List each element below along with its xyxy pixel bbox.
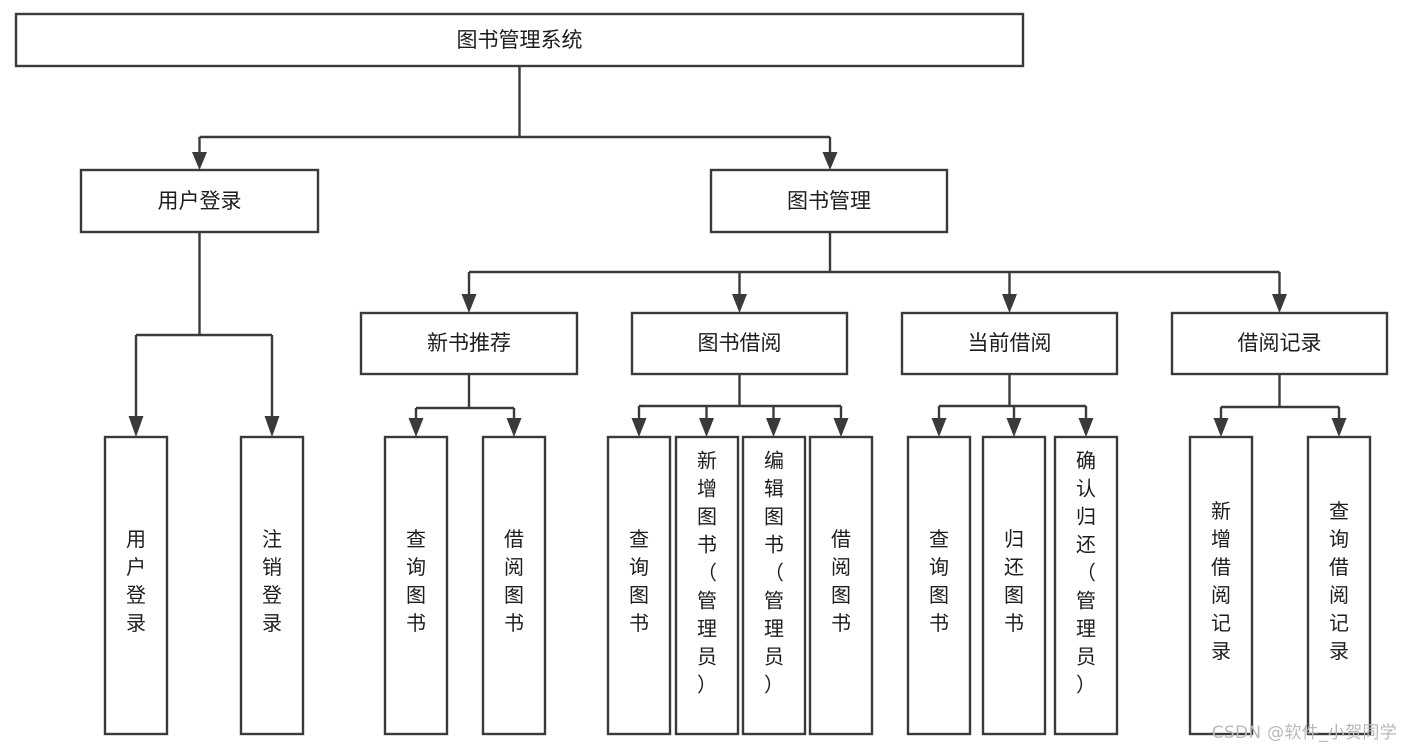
node-leaf-borrow-book-rec-box[interactable] xyxy=(481,435,547,736)
node-leaf-query-record-box[interactable] xyxy=(1306,435,1372,736)
arrowhead-leaf-borrow-book-rec xyxy=(506,418,522,437)
node-root-label: 图书管理系统 xyxy=(457,28,583,52)
node-borrow-record-label: 借阅记录 xyxy=(1238,331,1322,355)
node-leaf-query-book-rec[interactable]: 查询图书 xyxy=(383,435,449,736)
node-current-borrow-label: 当前借阅 xyxy=(968,331,1052,355)
arrowhead-leaf-borrow-book-bor xyxy=(833,418,849,437)
node-book-manage[interactable]: 图书管理 xyxy=(709,168,949,234)
node-current-borrow-box[interactable] xyxy=(900,311,1119,376)
node-leaf-query-book-rec-label: 查询图书 xyxy=(406,527,426,635)
node-current-borrow[interactable]: 当前借阅 xyxy=(900,311,1119,376)
node-leaf-user-logout[interactable]: 注销登录 xyxy=(239,435,305,736)
node-user-login[interactable]: 用户登录 xyxy=(79,168,320,234)
node-borrow-record-box[interactable] xyxy=(1170,311,1389,376)
node-leaf-add-record[interactable]: 新增借阅记录 xyxy=(1188,435,1254,736)
node-leaf-borrow-book-bor-box[interactable] xyxy=(808,435,874,736)
node-leaf-user-login-label: 用户登录 xyxy=(126,527,146,635)
arrowhead-leaf-user-logout xyxy=(264,416,280,437)
node-new-book-rec-label: 新书推荐 xyxy=(427,331,511,355)
node-book-manage-label: 图书管理 xyxy=(787,189,871,213)
node-leaf-query-record[interactable]: 查询借阅记录 xyxy=(1306,435,1372,736)
node-leaf-add-book-box[interactable] xyxy=(674,435,740,736)
connector-group-current-borrow xyxy=(931,374,1094,437)
arrowhead-leaf-add-book xyxy=(699,418,714,437)
node-borrow-record[interactable]: 借阅记录 xyxy=(1170,311,1389,376)
arrowhead-book-manage xyxy=(822,152,838,170)
arrowhead-leaf-confirm-return xyxy=(1078,418,1094,437)
arrowhead-leaf-add-record xyxy=(1213,418,1229,437)
node-leaf-query-book-cur-label: 查询图书 xyxy=(929,527,949,635)
node-leaf-query-book-bor-box[interactable] xyxy=(606,435,672,736)
connector-group-user-login xyxy=(128,232,280,437)
node-book-borrow-box[interactable] xyxy=(630,311,849,376)
node-leaf-query-book-bor[interactable]: 查询图书 xyxy=(606,435,672,736)
node-leaf-query-book-rec-box[interactable] xyxy=(383,435,449,736)
node-leaf-confirm-return-label: 确认归还（管理员） xyxy=(1076,448,1096,696)
node-root[interactable]: 图书管理系统 xyxy=(14,12,1025,68)
node-leaf-confirm-return-box[interactable] xyxy=(1053,435,1119,736)
connector-group-root xyxy=(192,66,838,170)
arrowhead-leaf-query-book-rec xyxy=(408,418,424,437)
arrowhead-current-borrow xyxy=(1002,294,1017,313)
node-book-borrow[interactable]: 图书借阅 xyxy=(630,311,849,376)
node-leaf-add-book[interactable]: 新增图书（管理员） xyxy=(674,435,740,736)
node-root-box[interactable] xyxy=(14,12,1025,68)
node-leaf-borrow-book-rec-label: 借阅图书 xyxy=(504,527,524,635)
arrowhead-leaf-query-record xyxy=(1331,418,1347,437)
node-leaf-return-book[interactable]: 归还图书 xyxy=(981,435,1047,736)
arrowhead-new-book-rec xyxy=(461,294,477,313)
connector-group-borrow-record xyxy=(1213,374,1347,437)
node-leaf-add-record-box[interactable] xyxy=(1188,435,1254,736)
arrowhead-user-login xyxy=(192,152,207,170)
connector-group-new-book-rec xyxy=(408,374,522,437)
node-leaf-edit-book[interactable]: 编辑图书（管理员） xyxy=(741,435,807,736)
watermark-text: CSDN @软件_小贺同学 xyxy=(1211,723,1397,743)
node-leaf-query-record-label: 查询借阅记录 xyxy=(1329,499,1349,663)
arrowhead-leaf-return-book xyxy=(1006,418,1022,437)
node-book-manage-box[interactable] xyxy=(709,168,949,234)
arrowhead-leaf-query-book-cur xyxy=(931,418,947,437)
node-leaf-return-book-box[interactable] xyxy=(981,435,1047,736)
connector-group-book-manage xyxy=(461,232,1287,313)
node-leaf-query-book-cur-box[interactable] xyxy=(906,435,972,736)
node-leaf-borrow-book-rec[interactable]: 借阅图书 xyxy=(481,435,547,736)
node-leaf-query-book-cur[interactable]: 查询图书 xyxy=(906,435,972,736)
node-leaf-add-record-label: 新增借阅记录 xyxy=(1211,499,1231,663)
arrowhead-leaf-query-book-bor xyxy=(631,418,647,437)
leaf-node-layer: 用户登录 注销登录 查询图书 借阅图书 查询图书 新增图书（管理员） 编辑图书（管理员） 借阅… xyxy=(103,435,1372,736)
node-leaf-confirm-return[interactable]: 确认归还（管理员） xyxy=(1053,435,1119,736)
node-book-borrow-label: 图书借阅 xyxy=(698,331,782,355)
node-leaf-user-login-box[interactable] xyxy=(103,435,169,736)
node-new-book-rec[interactable]: 新书推荐 xyxy=(359,311,579,376)
node-leaf-edit-book-box[interactable] xyxy=(741,435,807,736)
node-leaf-user-login[interactable]: 用户登录 xyxy=(103,435,169,736)
arrowhead-borrow-record xyxy=(1272,294,1287,313)
node-leaf-add-book-label: 新增图书（管理员） xyxy=(697,448,717,696)
connector-group-book-borrow xyxy=(631,374,849,437)
node-leaf-user-logout-label: 注销登录 xyxy=(262,527,282,635)
node-leaf-user-logout-box[interactable] xyxy=(239,435,305,736)
node-user-login-label: 用户登录 xyxy=(158,189,242,213)
arrowhead-leaf-user-login xyxy=(128,416,144,437)
node-leaf-edit-book-label: 编辑图书（管理员） xyxy=(764,448,784,696)
node-new-book-rec-box[interactable] xyxy=(359,311,579,376)
node-user-login-box[interactable] xyxy=(79,168,320,234)
arrowhead-leaf-edit-book xyxy=(766,418,781,437)
node-leaf-borrow-book-bor-label: 借阅图书 xyxy=(831,527,851,635)
node-leaf-borrow-book-bor[interactable]: 借阅图书 xyxy=(808,435,874,736)
node-leaf-query-book-bor-label: 查询图书 xyxy=(629,527,649,635)
arrowhead-book-borrow xyxy=(732,294,747,313)
node-leaf-return-book-label: 归还图书 xyxy=(1004,527,1024,635)
